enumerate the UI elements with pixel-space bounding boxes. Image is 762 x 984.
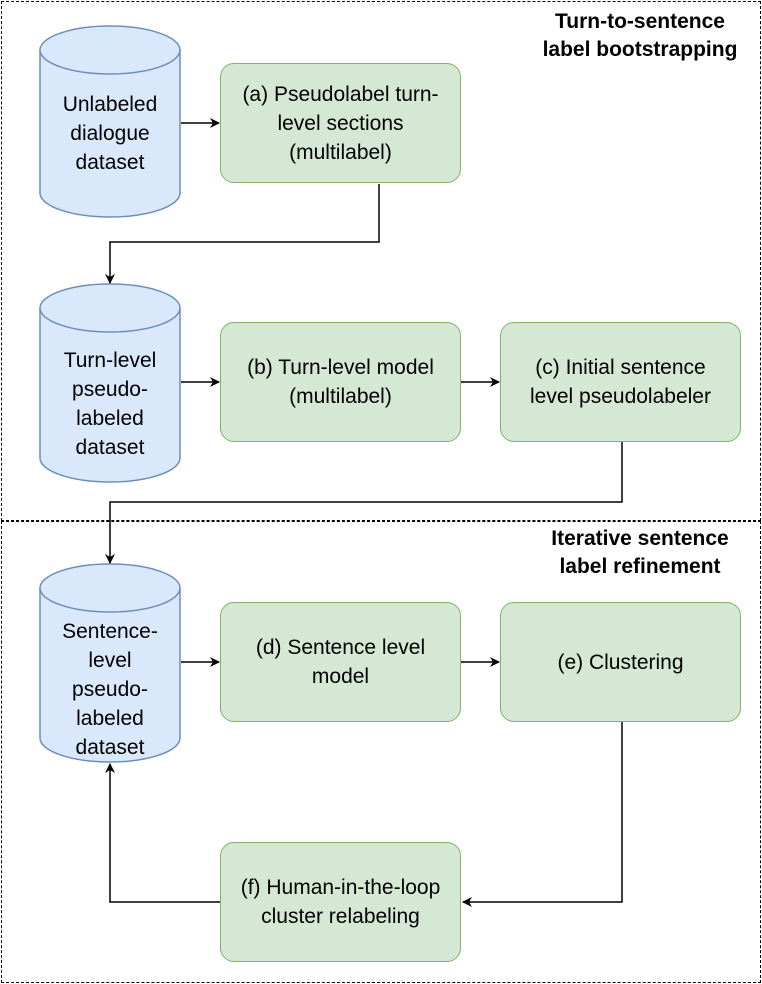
turn-level-dataset-cylinder — [39, 283, 181, 483]
step-e-clustering-box: (e) Clustering — [500, 602, 741, 722]
arrow-f-to-sentence-level — [105, 763, 220, 903]
arrow-e-to-f — [462, 722, 623, 907]
step-b-turn-level-model-box: (b) Turn-level model(multilabel) — [220, 322, 461, 442]
section-iterative-sentence-refinement — [1, 521, 761, 983]
arrow-c-to-sentence-level — [105, 442, 623, 564]
arrow-a-to-turn-level — [105, 184, 380, 284]
unlabeled-dataset-cylinder — [39, 25, 181, 218]
section-turn-to-sentence-bootstrapping — [1, 1, 761, 521]
sentence-level-dataset-cylinder — [39, 563, 181, 763]
step-a-pseudolabel-box: (a) Pseudolabel turn-level sections(mult… — [220, 63, 461, 183]
